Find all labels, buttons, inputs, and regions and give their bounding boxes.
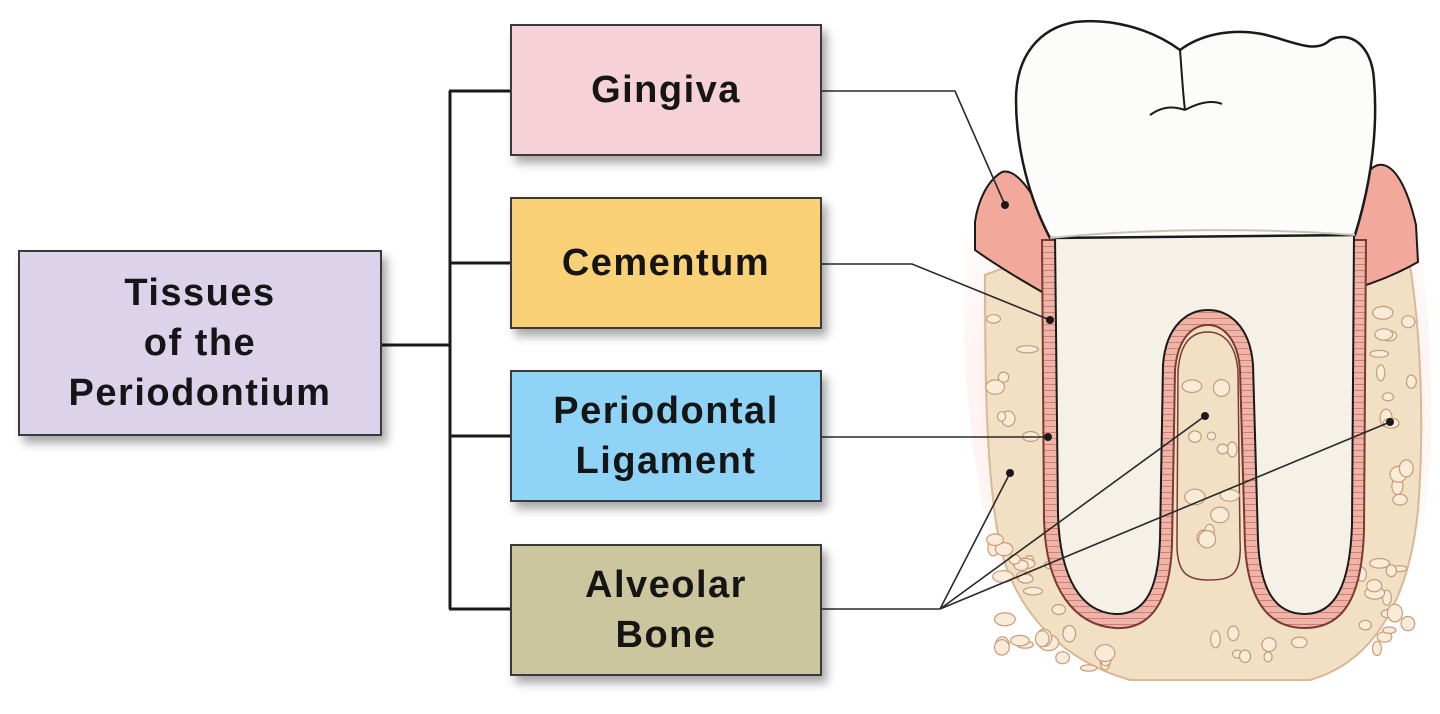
bone-spot — [1381, 392, 1395, 402]
bone-spot — [1210, 506, 1230, 524]
bone-spot — [1022, 586, 1044, 596]
bone-spot — [1079, 664, 1098, 672]
box-label: Gingiva — [591, 69, 741, 111]
root-box-tissues: Tissues of the Periodontium — [18, 250, 382, 436]
bone-spot — [1261, 637, 1277, 653]
box-label: Bone — [615, 614, 717, 656]
furcation-trabeculae — [1181, 379, 1240, 549]
pointer-bone-left — [939, 472, 1011, 610]
bone-spot — [997, 371, 1010, 383]
bone-spot — [993, 639, 1010, 656]
bone-spot — [1369, 349, 1389, 358]
bone-spot — [1008, 554, 1021, 565]
bone-spot — [1382, 626, 1397, 635]
bone-spot — [1374, 328, 1394, 341]
bone-spot — [1385, 564, 1398, 578]
bone-spot — [1369, 557, 1391, 569]
bone-spot — [1212, 379, 1231, 398]
bone-spot — [993, 612, 1016, 627]
bone-spot — [1405, 374, 1417, 389]
box-label: Periodontal — [553, 390, 779, 432]
bone-spot — [1372, 305, 1394, 320]
bone-spot — [985, 379, 1006, 395]
pointer-dot — [1046, 316, 1054, 324]
pointer-dot — [1044, 433, 1052, 441]
bone-spot — [1263, 651, 1273, 663]
bone-spot — [1051, 603, 1067, 616]
box-cementum: Cementum — [510, 197, 822, 329]
bone-trabeculae — [985, 305, 1417, 672]
bone-spot — [1290, 636, 1308, 649]
bone-spot — [1358, 619, 1372, 631]
tooth-crown — [1014, 19, 1377, 240]
bone-spot — [1016, 345, 1039, 354]
bone-spot — [1398, 459, 1414, 478]
box-periodontal-ligament: Periodontal Ligament — [510, 370, 822, 502]
bone-spot — [1366, 579, 1383, 593]
bone-spot — [1210, 630, 1221, 649]
pointer-dot — [1201, 412, 1209, 420]
bone-spot — [1187, 430, 1202, 443]
connector-tree — [382, 89, 510, 611]
box-label: Ligament — [575, 440, 757, 482]
bone-spot — [996, 411, 1007, 422]
bone-spot — [985, 314, 1002, 324]
bone-spot — [1400, 315, 1416, 329]
bone-spot — [1010, 634, 1030, 647]
tooth-root — [1053, 234, 1356, 616]
bone-spot — [986, 533, 1004, 546]
box-gingiva: Gingiva — [510, 24, 822, 156]
pointer-gingiva — [822, 90, 1006, 206]
bone-spot — [1017, 573, 1034, 584]
box-label: Cementum — [561, 242, 771, 284]
pointer-bone-right — [939, 421, 1391, 610]
pointer-dot — [1001, 201, 1009, 209]
box-alveolar-bone: Alveolar Bone — [510, 544, 822, 676]
crown-cej — [1049, 229, 1356, 239]
root-line: Periodontium — [68, 372, 332, 414]
bone-spot — [1216, 443, 1229, 455]
bone-spot — [1055, 651, 1070, 665]
pointer-cementum — [822, 263, 1051, 321]
bone-spot — [994, 541, 1014, 557]
bone-spot — [1227, 625, 1240, 642]
root-line: Tissues — [124, 272, 276, 314]
bone-spot — [1219, 489, 1240, 502]
bone-spot — [1371, 640, 1383, 657]
bone-spot — [1206, 431, 1217, 441]
bone-spot — [1238, 649, 1252, 664]
pointer-dot — [1386, 418, 1394, 426]
bone-spot — [1375, 364, 1386, 382]
bone-spot — [1181, 379, 1203, 394]
bone-spot — [1226, 441, 1238, 458]
root-line: of the — [143, 322, 257, 364]
pointer-dot — [1006, 469, 1014, 477]
box-label: Alveolar — [585, 564, 747, 606]
pointer-lines — [822, 90, 1394, 610]
bone-spot — [1392, 493, 1408, 506]
bone-spot — [1197, 529, 1217, 549]
pointer-bone-middle — [939, 415, 1206, 610]
bone-spot — [1062, 624, 1077, 643]
bone-spot — [1094, 644, 1116, 663]
crown-fissure — [1149, 49, 1223, 116]
bone-spot — [1400, 615, 1416, 632]
bone-spot — [1386, 603, 1404, 623]
bone-spot — [1034, 630, 1050, 648]
